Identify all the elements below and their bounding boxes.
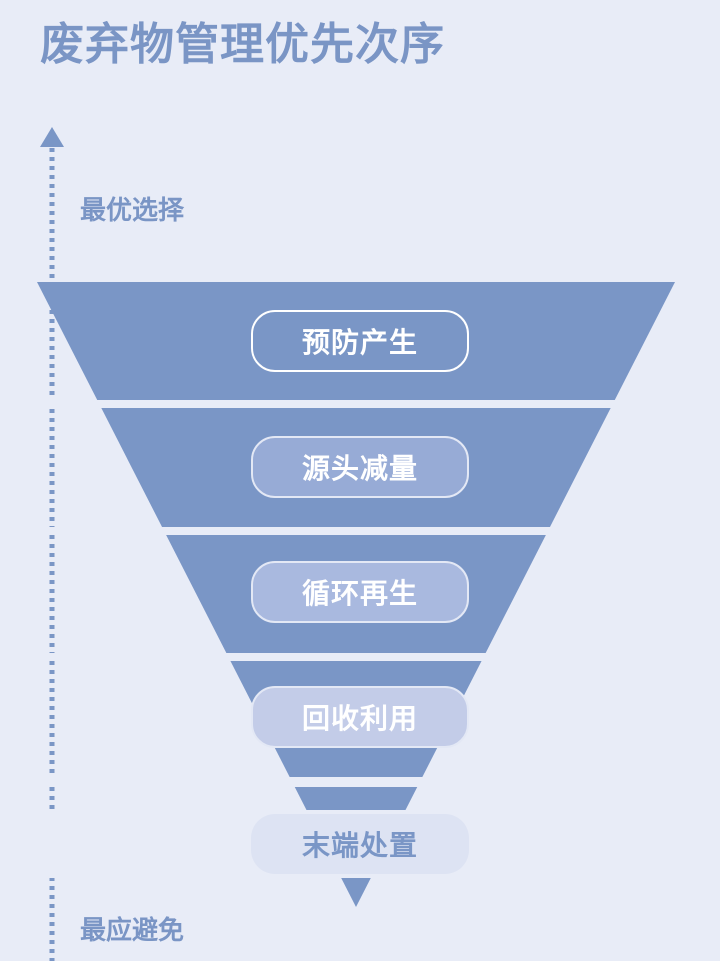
level-disposal: 末端处置 — [251, 814, 469, 874]
gap — [0, 777, 720, 787]
level-prevention: 预防产生 — [251, 310, 469, 372]
arrow-up-icon — [40, 127, 64, 147]
gap — [0, 400, 720, 408]
level-reduction: 源头减量 — [251, 436, 469, 498]
gap — [0, 653, 720, 661]
level-recycling: 循环再生 — [251, 561, 469, 623]
gap — [0, 527, 720, 535]
best-choice-label: 最优选择 — [80, 196, 185, 226]
page-title: 废弃物管理优先次序 — [40, 19, 445, 70]
least-preferred-label: 最应避免 — [80, 916, 185, 946]
level-recovery: 回收利用 — [251, 686, 469, 748]
